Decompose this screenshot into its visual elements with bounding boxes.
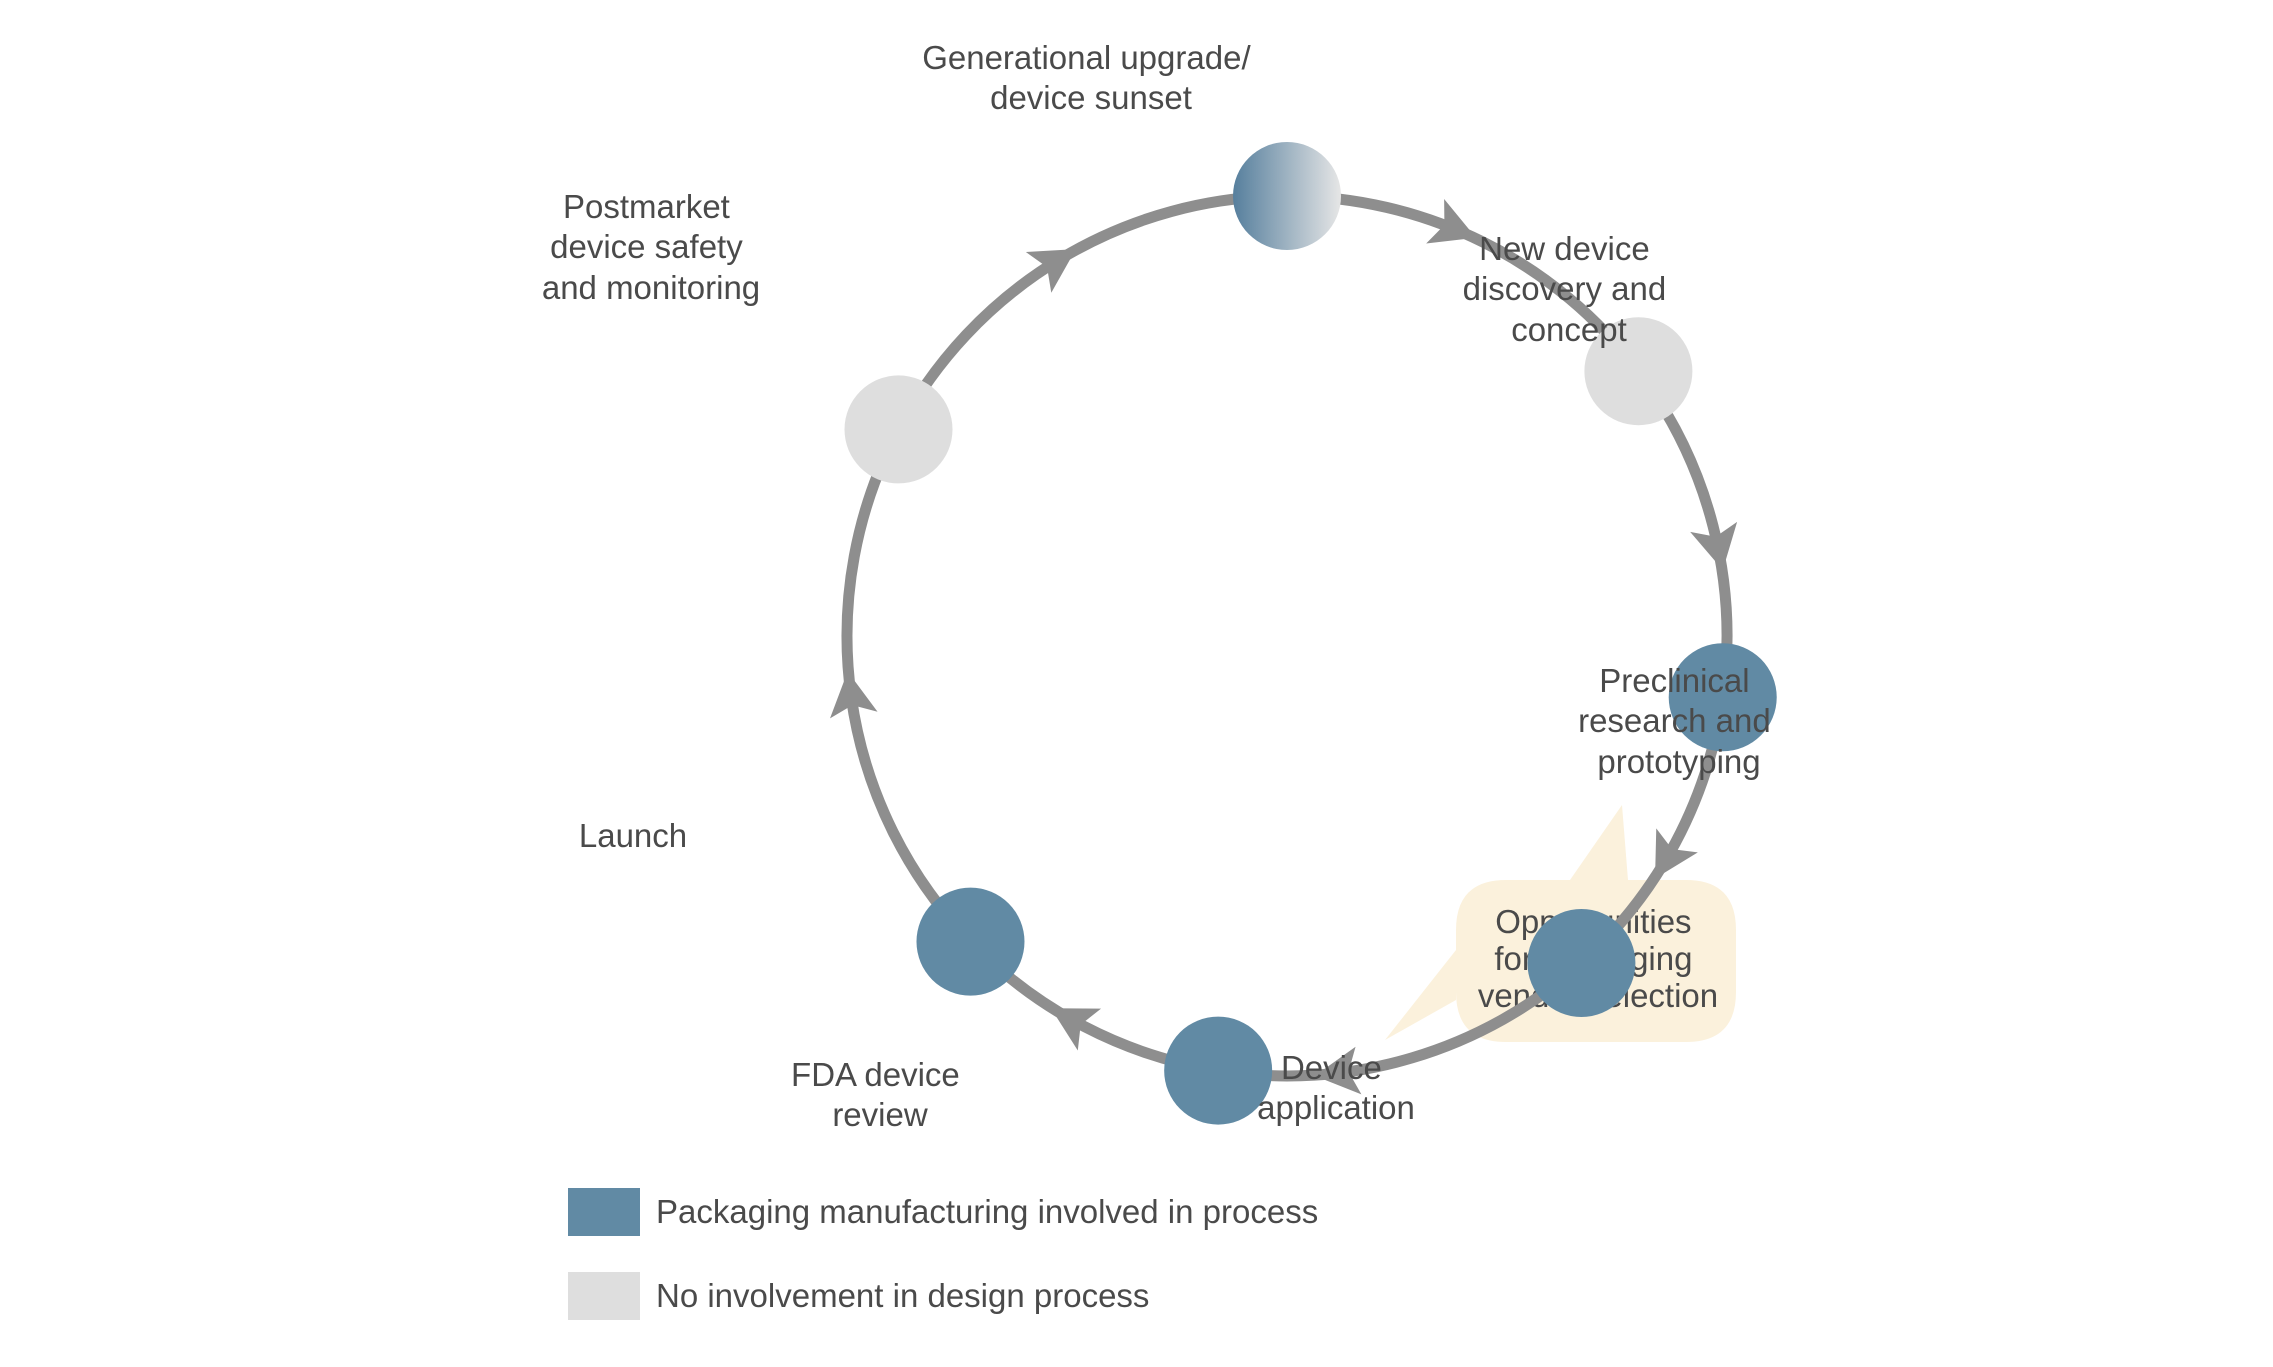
legend-item-involved: Packaging manufacturing involved in proc… [568, 1188, 1318, 1236]
stage-label-device-application: Device application [1257, 1049, 1415, 1126]
legend-swatch-not-involved [568, 1272, 640, 1320]
stage-nodes [844, 142, 1777, 1125]
cycle-arrowhead [1655, 828, 1698, 879]
stage-labels: Generational upgrade/ device sunset New … [542, 39, 1780, 1133]
stage-label-postmarket-safety: Postmarket device safety and monitoring [542, 188, 760, 306]
stage-label-preclinical-research: Preclinical research and prototyping [1578, 662, 1780, 780]
cycle-arrowhead [1690, 521, 1738, 570]
cycle-arrowhead [1314, 1046, 1362, 1095]
stage-label-new-device-discovery: New device discovery and concept [1463, 230, 1676, 348]
stage-label-generational-upgrade: Generational upgrade/ device sunset [922, 39, 1260, 116]
legend-item-not-involved: No involvement in design process [568, 1272, 1149, 1320]
stage-node-launch [916, 887, 1025, 996]
legend-label-not-involved: No involvement in design process [656, 1277, 1150, 1314]
stage-node-generational-upgrade [1233, 142, 1341, 250]
stage-node-device-application [1527, 908, 1636, 1017]
stage-label-fda-device-review: FDA device review [791, 1056, 969, 1133]
stage-label-launch: Launch [579, 817, 687, 854]
legend-swatch-involved [568, 1188, 640, 1236]
cycle-arrowhead [1025, 249, 1076, 293]
cycle-arrowhead [1426, 199, 1476, 244]
cycle-arrowhead [1050, 1008, 1102, 1051]
stage-node-fda-device-review [1164, 1016, 1273, 1125]
legend-label-involved: Packaging manufacturing involved in proc… [656, 1193, 1319, 1230]
stage-node-new-device-discovery [1584, 317, 1693, 426]
stage-node-postmarket-safety [844, 375, 953, 484]
cycle-arc [1286, 190, 1643, 375]
cycle-arc [841, 426, 975, 946]
stage-node-preclinical-research [1668, 643, 1777, 752]
cycle-arc [893, 190, 1288, 433]
cycle-arrowhead [830, 671, 878, 719]
